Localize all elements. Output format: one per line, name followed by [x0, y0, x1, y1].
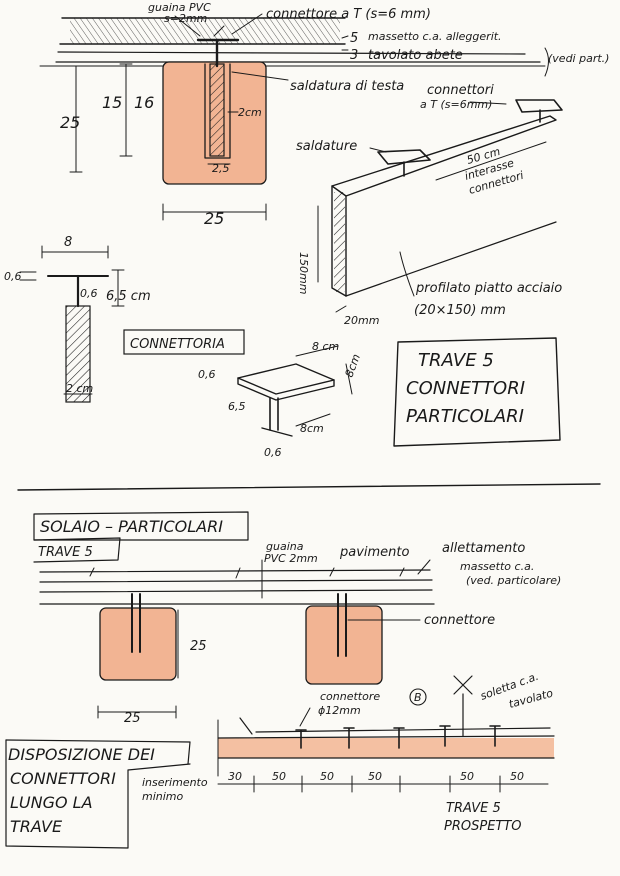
solaio-allettamento: allettamento — [442, 541, 525, 556]
dim-16: 16 — [134, 93, 154, 112]
solaio-pavimento: pavimento — [339, 545, 410, 560]
disp-dim-30: 30 — [228, 770, 242, 783]
solaio-guaina: guaina — [266, 540, 304, 553]
guaina-pvc-label: guaina PVC — [148, 1, 211, 14]
steel-plate-section — [209, 63, 225, 157]
dim-25-horizontal: 25 — [204, 209, 224, 228]
disp-dim-50-b: 50 — [320, 770, 334, 783]
saldatura-testa-label: saldatura di testa — [290, 79, 404, 94]
disp-line3: LUNGO LA — [10, 793, 93, 812]
beam-right — [305, 605, 383, 685]
connector-iso-detail: 8 cm 0,6 8cm 6,5 8cm 0,6 — [198, 340, 363, 459]
ci-dim-0-6: 0,6 — [198, 368, 216, 381]
solaio-particolari: SOLAIO – PARTICOLARI TRAVE 5 guaina PVC … — [33, 511, 561, 726]
solaio-dim-25-h: 25 — [124, 711, 141, 726]
iso-dim-20mm: 20mm — [344, 314, 379, 327]
ci-dim-8cm-side: 8cm — [343, 352, 363, 379]
isometric-plate-detail: connettori a T (s=6mm) saldature 50 cm i… — [296, 83, 563, 327]
iso-profilato-dim: (20×150) mm — [414, 303, 506, 318]
title-box-line3: PARTICOLARI — [406, 406, 524, 427]
solaio-massetto: massetto c.a. — [460, 560, 534, 573]
beam-elevation — [218, 738, 554, 758]
cd-dim-8: 8 — [64, 235, 72, 250]
disp-connettore-b-mark: B — [414, 691, 422, 704]
beam-left — [99, 607, 177, 681]
disp-minimo: minimo — [142, 790, 184, 803]
layer-5-text: massetto c.a. alleggerit. — [368, 30, 502, 43]
solaio-vedi: (ved. particolare) — [466, 574, 561, 587]
cd-dim-0-6: 0,6 — [4, 270, 22, 283]
iso-saldature-label: saldature — [296, 139, 357, 154]
disp-dim-50-a: 50 — [272, 770, 286, 783]
iso-connettori-t-label: a T (s=6mm) — [420, 98, 492, 111]
cd-dim-2cm: 2 cm — [66, 382, 93, 395]
connector-t-label: connettore a T (s=6 mm) — [266, 7, 431, 22]
cd-dim-0-6b: 0,6 — [80, 287, 98, 300]
dim-2cm: 2cm — [238, 106, 262, 119]
ci-dim-8cm-bottom: 8cm — [300, 422, 324, 435]
solaio-guaina-pvc: PVC 2mm — [264, 552, 318, 565]
iso-dim-150: 150mm — [297, 252, 310, 294]
title-box-trave5: TRAVE 5 CONNETTORI PARTICOLARI — [393, 337, 561, 447]
vedi-part-label: (vedi part.) — [548, 52, 609, 65]
disp-connettore-b: connettore — [320, 690, 380, 703]
guaina-thickness-label: s=2mm — [164, 12, 207, 25]
disp-line2: CONNETTORI — [10, 769, 116, 788]
layer-3-text: tavolato abete — [368, 48, 463, 63]
solaio-title: SOLAIO – PARTICOLARI — [40, 517, 223, 536]
ci-dim-0-6-bottom: 0,6 — [264, 446, 282, 459]
disp-inserimento: inserimento — [142, 776, 208, 789]
connettoria-title: CONNETTORIA — [130, 337, 225, 352]
disp-line4: TRAVE — [10, 817, 63, 836]
solaio-subtitle: TRAVE 5 — [38, 545, 93, 560]
cd-dim-6-5: 6,5 cm — [106, 289, 151, 304]
disp-dim-50-c: 50 — [368, 770, 382, 783]
disp-phi-12: ϕ12mm — [318, 704, 361, 717]
solaio-dim-25-v: 25 — [190, 639, 207, 654]
disp-footer-2: PROSPETTO — [444, 819, 522, 834]
section-detail-top: guaina PVC s=2mm connettore a T (s=6 mm)… — [39, 1, 609, 228]
layer-5-number: 5 — [350, 31, 358, 46]
disposizione-connettori: DISPOSIZIONE DEI CONNETTORI LUNGO LA TRA… — [5, 670, 555, 849]
iso-connettori-label: connettori — [427, 83, 494, 98]
iso-profilato-label: profilato piatto acciaio — [415, 281, 562, 296]
dim-15: 15 — [102, 93, 122, 112]
disp-dim-50-e: 50 — [510, 770, 524, 783]
dim-25-vertical: 25 — [60, 113, 80, 132]
disp-footer-1: TRAVE 5 — [446, 801, 501, 816]
title-box-line1: TRAVE 5 — [418, 350, 494, 371]
disp-line1: DISPOSIZIONE DEI — [8, 745, 155, 764]
title-box-line2: CONNETTORI — [406, 378, 525, 399]
dim-2-5: 2,5 — [212, 162, 230, 175]
layer-3-number: 3 — [350, 48, 358, 63]
disp-dim-50-d: 50 — [460, 770, 474, 783]
ci-dim-8cm-top: 8 cm — [312, 340, 339, 353]
connector-section-detail: 8 0,6 0,6 6,5 cm 2 cm CONNETTORIA — [4, 235, 245, 403]
section-divider — [17, 483, 601, 491]
ci-dim-6-5: 6,5 — [228, 400, 246, 413]
solaio-connettore: connettore — [424, 613, 495, 628]
